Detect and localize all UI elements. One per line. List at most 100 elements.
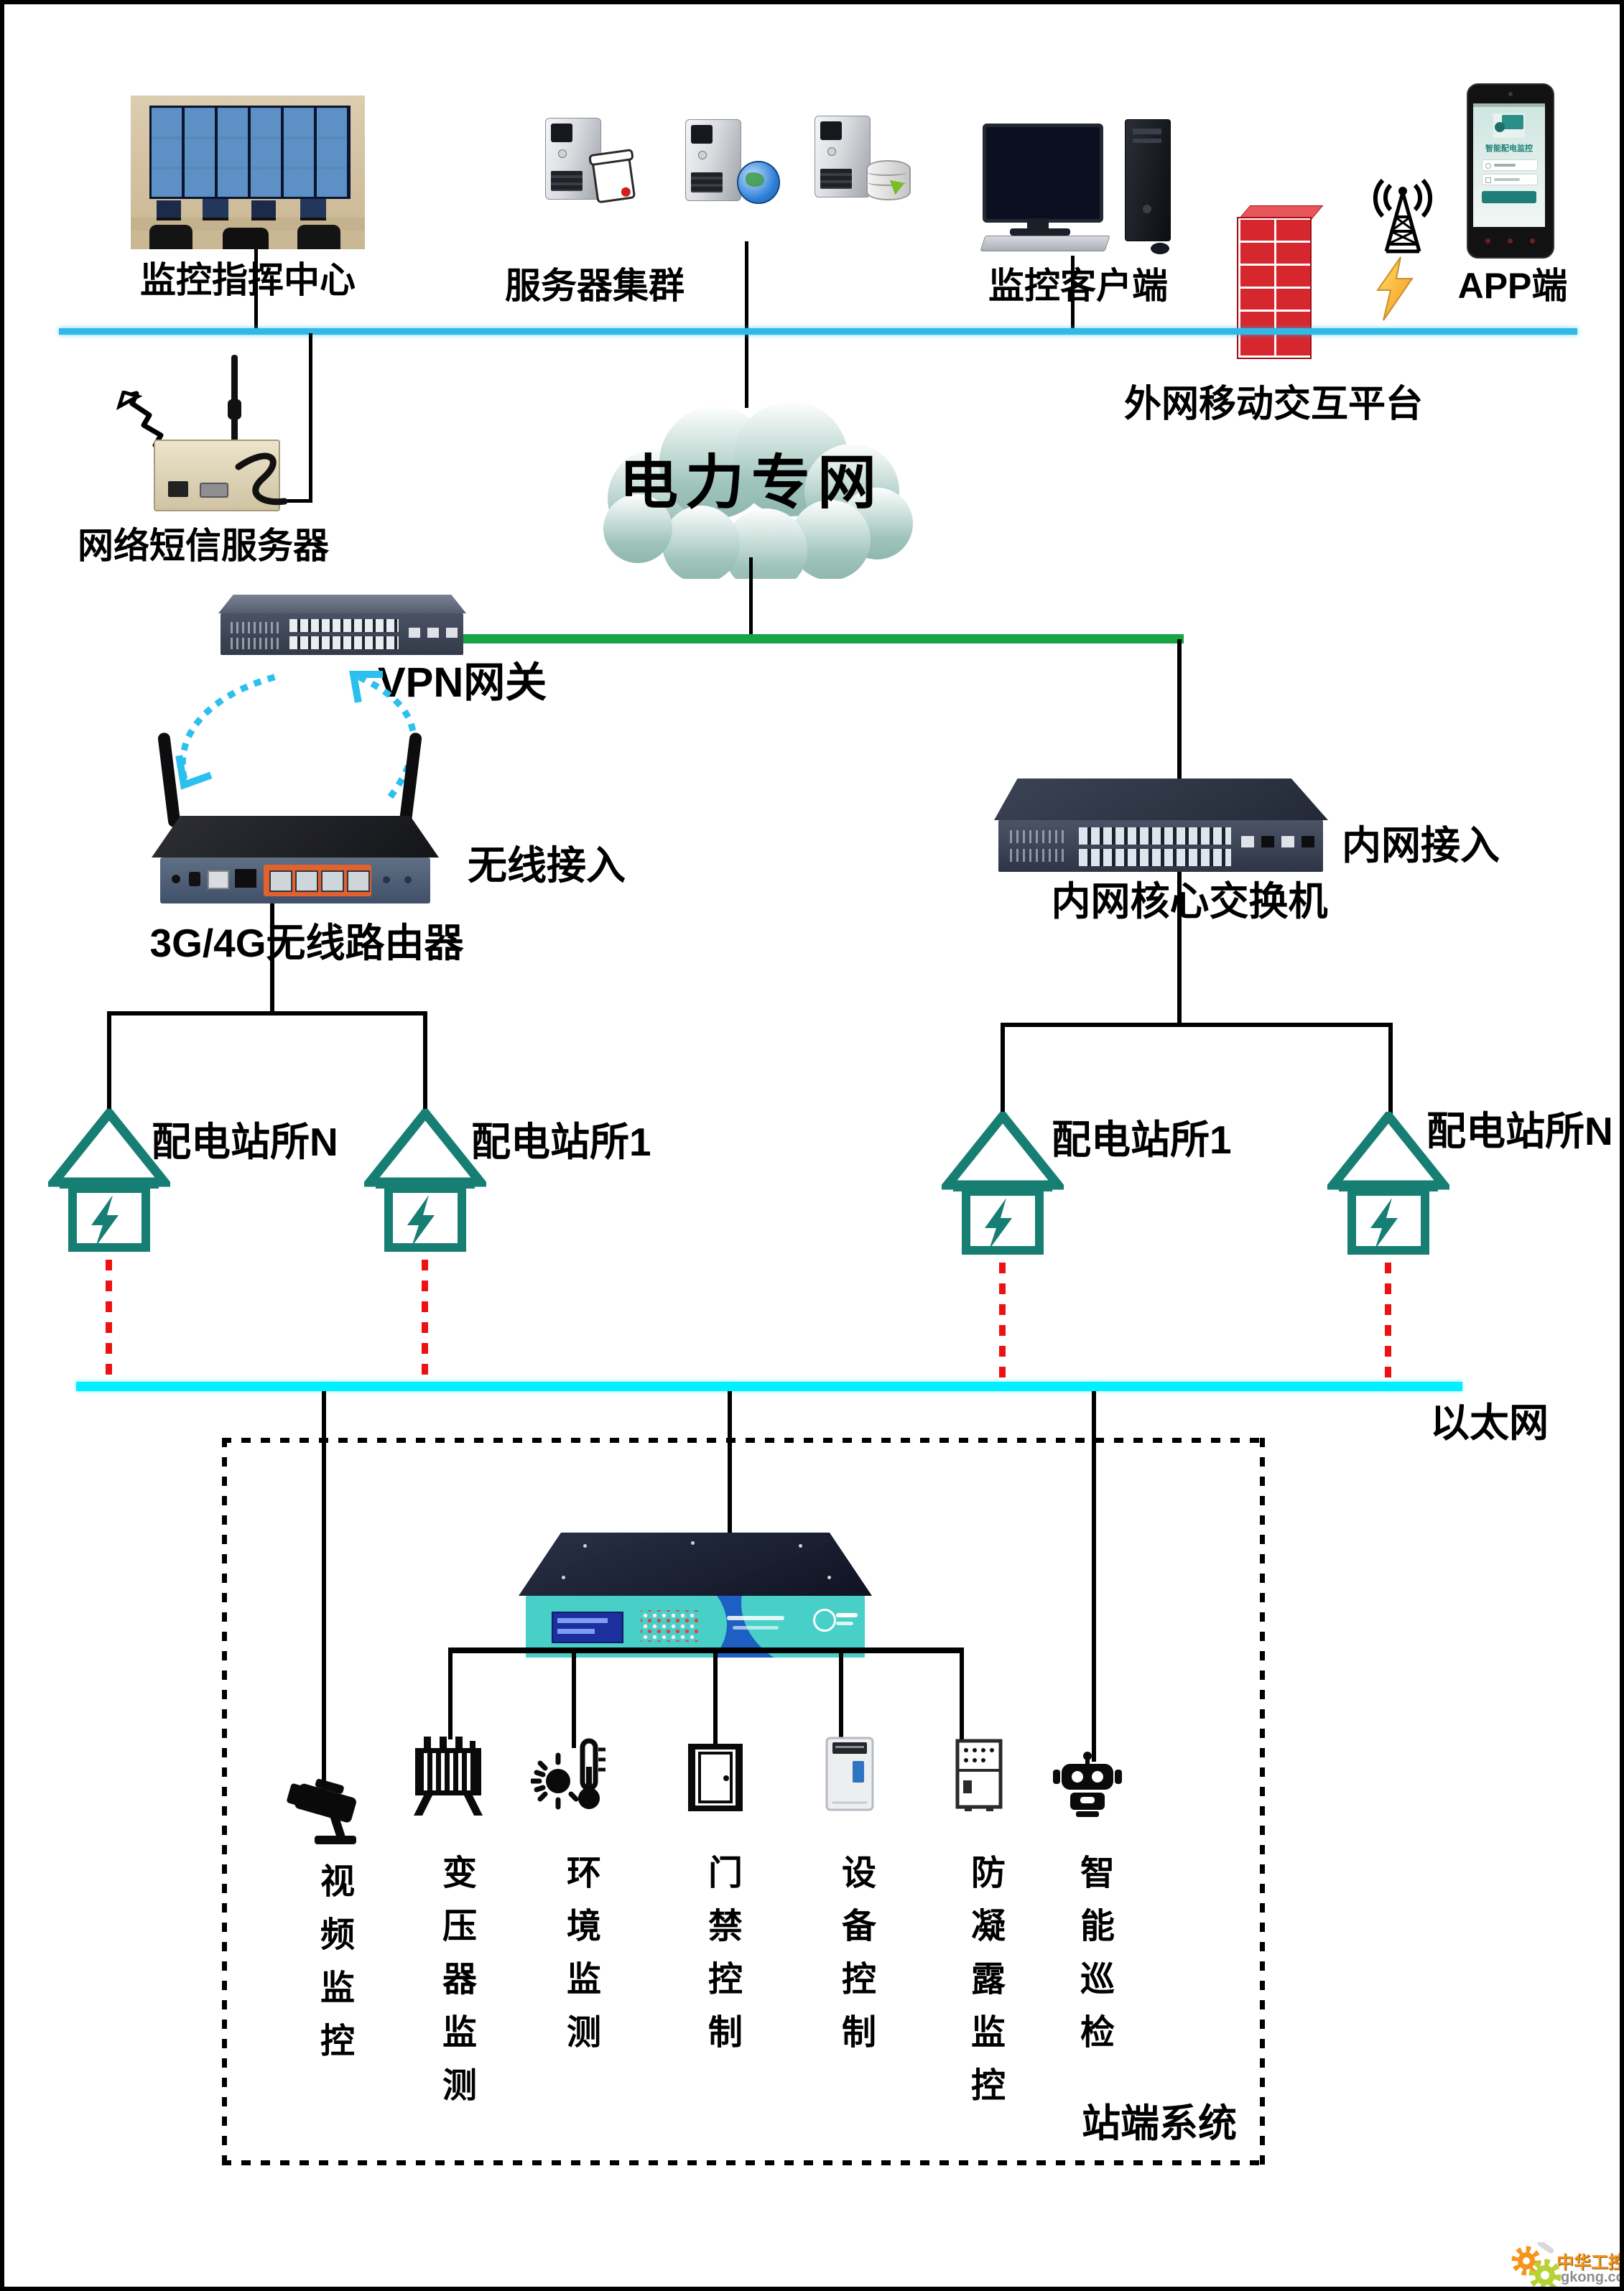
robot-icon — [1053, 1752, 1122, 1817]
terminal-label: 门禁控制 — [702, 1854, 741, 2067]
antenna-left — [157, 732, 181, 828]
antenna-right — [399, 732, 422, 828]
alarm-link — [422, 1260, 428, 1380]
station-box-left — [222, 1438, 227, 2165]
environment-icon — [531, 1738, 605, 1810]
station-system-label: 站端系统 — [1082, 2102, 1237, 2145]
phone-screen: 智能配电监控 — [1473, 103, 1545, 227]
drop-condensation — [960, 1648, 964, 1744]
cloud-icon — [603, 401, 913, 579]
smartphone-icon: 智能配电监控 — [1467, 83, 1554, 259]
line-cloud-green — [749, 557, 753, 639]
intranet-access-label: 内网接入 — [1342, 823, 1500, 868]
station-label: 配电站所1 — [471, 1120, 651, 1164]
app-illustration — [1493, 113, 1525, 138]
line-router-branch — [270, 903, 274, 1014]
line-servers-cloud — [745, 241, 748, 408]
branch-right-drop1 — [1001, 1023, 1005, 1122]
terminal-label: 变压器监测 — [437, 1854, 475, 2120]
certificate-scroll-icon — [588, 148, 636, 204]
alarm-link — [999, 1263, 1006, 1380]
video-camera-icon — [287, 1778, 356, 1844]
drop-door — [713, 1648, 718, 1748]
server-cluster-icons — [525, 112, 917, 207]
station-box-right — [1260, 1438, 1265, 2165]
external-bus-line — [59, 328, 1577, 335]
watermark: 中华工控网 gkong.com — [1509, 2239, 1624, 2287]
videowall — [149, 106, 351, 199]
transformer-icon — [414, 1737, 483, 1816]
door-icon — [688, 1744, 743, 1811]
fiber-line — [457, 634, 1184, 643]
password-field — [1482, 174, 1538, 185]
line-ethernet-robot — [1092, 1391, 1096, 1762]
drop-environment — [572, 1648, 576, 1748]
server-cluster-label: 服务器集群 — [505, 266, 685, 306]
line-commandcenter-bus — [254, 249, 258, 331]
watermark-site: gkong.com — [1561, 2269, 1624, 2285]
app-label: APP端 — [1457, 266, 1568, 306]
app-title: 智能配电监控 — [1485, 144, 1533, 153]
line-green-coreswitch — [1177, 639, 1182, 783]
line-ethernet-camera — [322, 1391, 326, 1790]
vpn-gateway-icon — [218, 595, 466, 655]
branch-left-drop2 — [423, 1011, 427, 1119]
ethernet-label: 以太网 — [1430, 1400, 1549, 1445]
terminal-label: 环境监测 — [561, 1854, 599, 2067]
line-client-bus — [1071, 256, 1075, 331]
branch-left — [107, 1011, 427, 1016]
pc-tower — [1125, 119, 1171, 241]
cloud-label: 电力专网 — [618, 450, 883, 516]
terminal-lcd — [552, 1612, 623, 1643]
branch-left-drop1 — [107, 1011, 111, 1119]
station-label: 配电站所N — [1426, 1109, 1613, 1153]
monitor-client-label: 监控客户端 — [988, 266, 1168, 306]
server-icon — [532, 118, 640, 205]
branch-right-drop2 — [1388, 1023, 1393, 1122]
keyboard — [980, 236, 1110, 251]
core-switch-icon — [994, 779, 1328, 873]
database-icon — [866, 160, 911, 200]
drop-transformer — [448, 1648, 453, 1739]
login-button — [1482, 191, 1536, 203]
alarm-link — [106, 1260, 112, 1380]
sms-server-label: 网络短信服务器 — [78, 526, 329, 566]
branch-right — [1001, 1023, 1393, 1027]
lightning-icon — [1376, 256, 1414, 321]
terminal-logo — [813, 1609, 836, 1632]
radio-tower-icon — [1373, 178, 1433, 254]
ethernet-line — [76, 1382, 1462, 1391]
command-center-label: 监控指挥中心 — [140, 260, 356, 300]
cable — [235, 452, 288, 506]
line-sms-vertical — [309, 333, 312, 503]
alarm-link — [1385, 1263, 1391, 1380]
router-label: 3G/4G无线路由器 — [149, 921, 464, 965]
station-box-top — [222, 1438, 1265, 1443]
station-box-bottom — [222, 2160, 1265, 2165]
terminal-bus — [450, 1648, 964, 1653]
external-platform-label: 外网移动交互平台 — [1123, 384, 1423, 425]
station-house-icon — [364, 1109, 486, 1252]
station-house-icon — [1327, 1112, 1449, 1255]
terminal-label: 防凝露监控 — [965, 1854, 1003, 2120]
wireless-access-label: 无线接入 — [468, 843, 626, 888]
firewall-icon — [1237, 205, 1324, 359]
globe-icon — [737, 161, 780, 204]
anti-condensation-icon — [955, 1739, 1003, 1811]
gears-icon — [1511, 2242, 1562, 2287]
drop-equipment — [839, 1648, 843, 1744]
line-switch-branch — [1177, 872, 1182, 1026]
monitoring-terminal-icon — [519, 1533, 872, 1659]
mouse — [1151, 243, 1169, 254]
router-3g4g-icon — [152, 731, 439, 908]
terminal-label: 智能巡检 — [1075, 1854, 1113, 2067]
terminal-leds — [641, 1610, 698, 1642]
watermark-name: 中华工控网 — [1556, 2253, 1624, 2272]
monitor-client-icon — [980, 119, 1184, 257]
station-house-icon — [942, 1112, 1064, 1255]
terminal-label: 设备控制 — [836, 1854, 874, 2067]
server-icon — [802, 116, 911, 203]
monitor — [983, 124, 1103, 223]
station-house-icon — [48, 1109, 170, 1252]
